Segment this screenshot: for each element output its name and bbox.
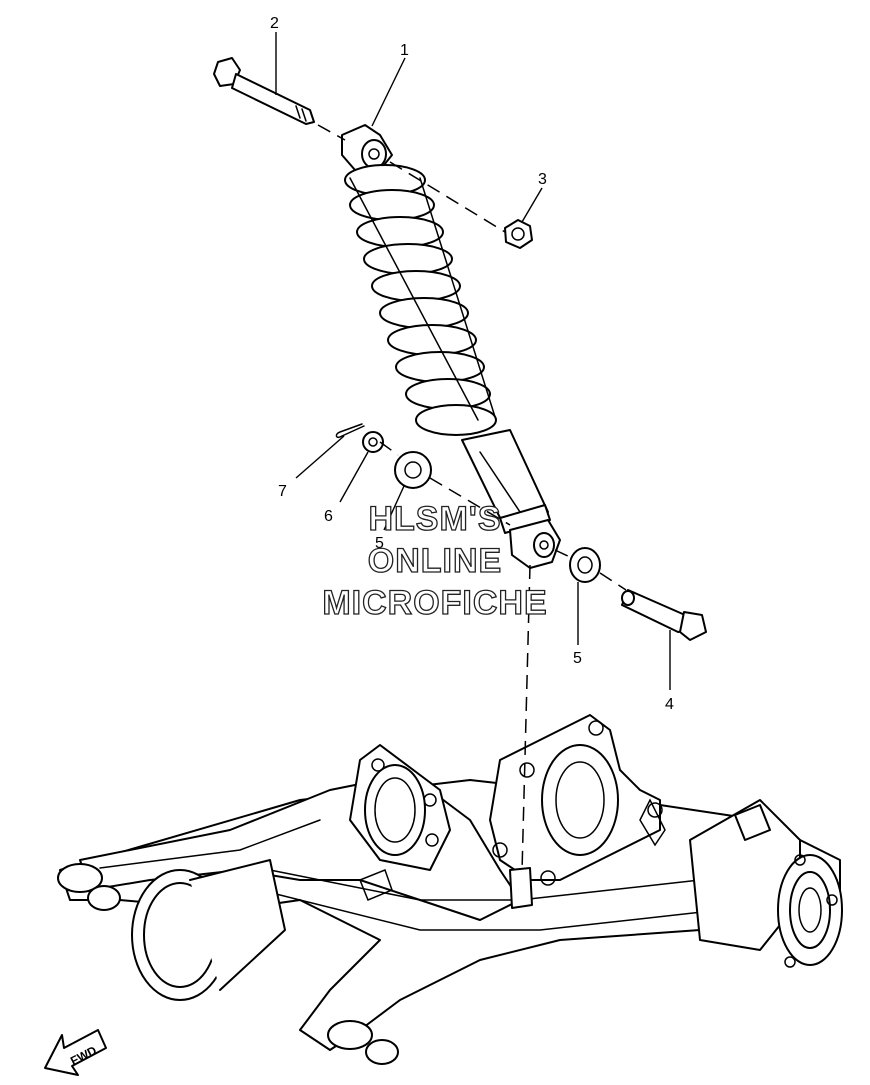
- nut: [504, 219, 533, 249]
- watermark-line-2: ONLINE: [368, 542, 502, 580]
- callout-6: 6: [324, 508, 333, 525]
- watermark-line-3: MICROFICHE: [322, 584, 547, 622]
- callout-labels: 1 2 3 4 5 5 6 7: [270, 15, 674, 713]
- washer: [362, 431, 384, 453]
- leader-lines: [275, 32, 671, 690]
- shock-absorber: [341, 124, 561, 569]
- callout-5-upper: 5: [375, 535, 384, 552]
- watermark-line-1: HLSM'S: [368, 500, 501, 538]
- centerlines: [317, 124, 627, 873]
- callout-1: 1: [400, 42, 409, 59]
- forward-arrow: FWD: [44, 1029, 107, 1076]
- coil-spring: [344, 164, 497, 436]
- bolt-long: [213, 57, 315, 125]
- collar-upper: [394, 451, 432, 489]
- callout-2: 2: [270, 15, 279, 32]
- callout-3: 3: [538, 171, 547, 188]
- callout-4: 4: [665, 696, 674, 713]
- rear-arm: [57, 714, 843, 1065]
- callout-7: 7: [278, 483, 287, 500]
- callout-5-lower: 5: [573, 650, 582, 667]
- watermark: HLSM'S ONLINE MICROFICHE: [322, 499, 548, 622]
- bolt-lower: [621, 589, 707, 641]
- cotter-pin: [335, 423, 365, 439]
- collar-lower: [569, 547, 601, 583]
